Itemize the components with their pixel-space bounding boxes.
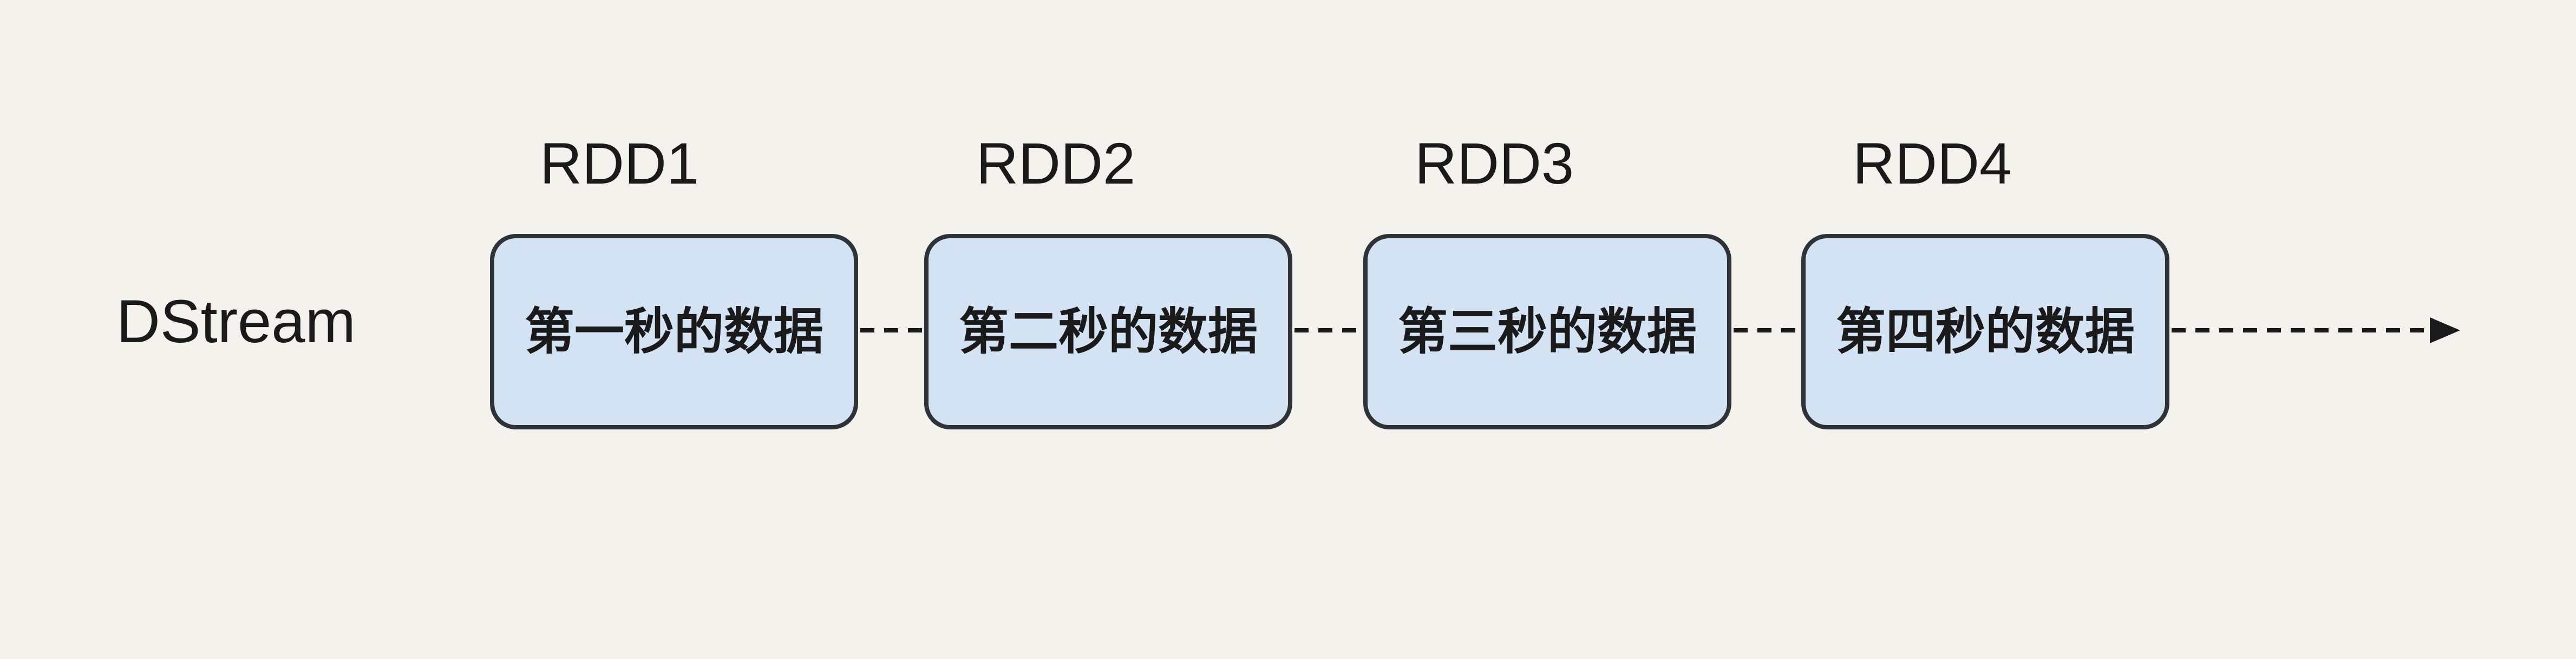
dstream-label: DStream xyxy=(116,288,356,355)
arrowhead-icon xyxy=(2430,317,2460,343)
rdd-label: RDD2 xyxy=(976,131,1136,196)
rdd-box-text: 第一秒的数据 xyxy=(524,304,823,360)
rdd-box-text: 第三秒的数据 xyxy=(1397,304,1697,360)
rdd-box: 第四秒的数据 xyxy=(1801,234,2169,429)
rdd-box: 第一秒的数据 xyxy=(490,234,858,429)
rdd-label: RDD4 xyxy=(1853,131,2012,196)
rdd-box-text: 第四秒的数据 xyxy=(1835,304,2135,360)
rdd-label: RDD3 xyxy=(1415,131,1574,196)
rdd-box-text: 第二秒的数据 xyxy=(958,304,1258,360)
rdd-box: 第二秒的数据 xyxy=(924,234,1292,429)
rdd-box: 第三秒的数据 xyxy=(1363,234,1731,429)
rdd-label: RDD1 xyxy=(540,131,699,196)
